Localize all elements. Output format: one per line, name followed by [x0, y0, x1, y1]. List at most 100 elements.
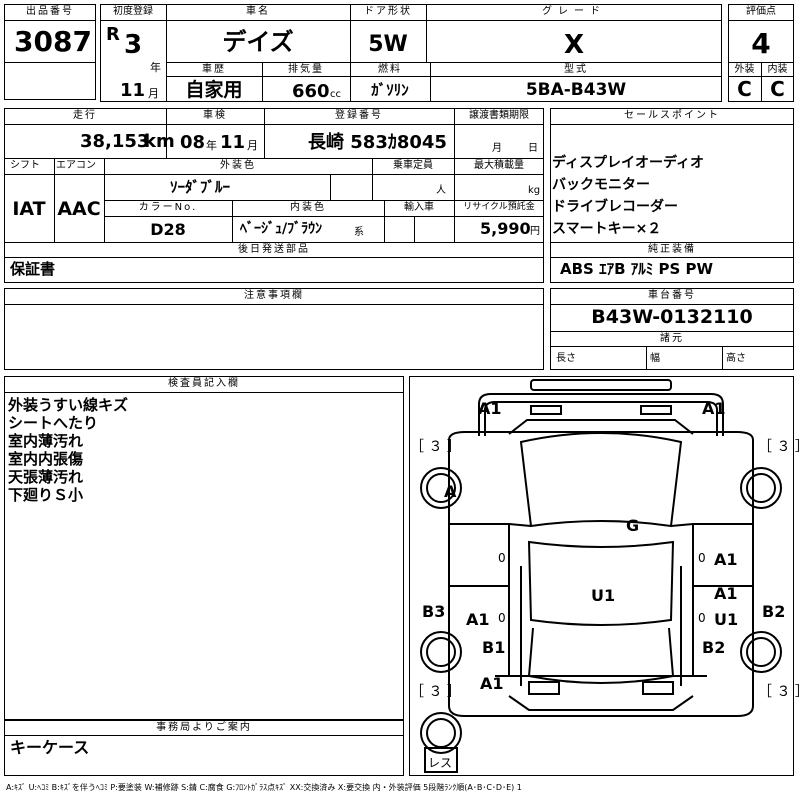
reg-no: 長崎 583ｶ8045 — [308, 132, 447, 153]
later-parts: 保証書 — [10, 260, 56, 278]
month-unit: 月 — [148, 87, 159, 100]
reg-no-label: 登録番号 — [335, 110, 383, 121]
inspector-note: 室内薄汚れ — [8, 432, 84, 450]
damage-code-a1: A1 — [714, 584, 738, 603]
transfer-month-unit: 月 — [492, 143, 502, 154]
sales-point-item: バックモニター — [552, 177, 650, 193]
damage-code-a: A — [444, 482, 457, 501]
first-reg-label: 初度登録 — [113, 6, 153, 17]
fuel-label: 燃料 — [378, 64, 402, 75]
ext-color-label: 外装色 — [220, 160, 256, 171]
damage-code-u1: U1 — [714, 610, 739, 629]
model-label: 型式 — [564, 64, 588, 75]
damage-code-a1: A1 — [478, 399, 502, 418]
damage-code-b2: B2 — [702, 638, 726, 657]
transfer-label: 譲渡書類期限 — [469, 110, 529, 121]
car-outline-diagram — [420, 379, 782, 773]
displacement-label: 排気量 — [288, 64, 324, 75]
inspection-year: 08 — [180, 132, 206, 153]
first-reg-month: 11 — [120, 80, 146, 101]
damage-code-a1: A1 — [702, 399, 726, 418]
car-name-label: 車名 — [246, 6, 270, 17]
recycle-unit: 円 — [530, 226, 540, 237]
tire-bracket-rl: ［ ３ ］ — [410, 684, 461, 700]
width-label: 幅 — [650, 353, 660, 364]
office-label: 事務局よりご案内 — [156, 722, 252, 733]
sales-point-item: スマートキー×２ — [552, 221, 662, 237]
inspection-month-unit: 月 — [247, 139, 258, 152]
displacement: 660 — [292, 81, 330, 102]
length-label: 長さ — [556, 353, 576, 364]
zero-mark: 0 — [498, 611, 506, 625]
inspector-note: 室内内張傷 — [8, 450, 84, 468]
shift-label: シフト — [10, 160, 40, 171]
office-block — [4, 720, 404, 776]
capacity-unit: 人 — [436, 185, 446, 196]
spare-tire-label: レス — [428, 756, 453, 770]
damage-code-a1: A1 — [480, 674, 504, 693]
recycle-fee: 5,990 — [480, 219, 531, 238]
capacity-label: 乗車定員 — [393, 160, 433, 171]
mileage-label: 走行 — [73, 110, 97, 121]
ext-color: ｿｰﾀﾞﾌﾞﾙｰ — [170, 178, 231, 196]
inspector-note: 天張薄汚れ — [8, 468, 84, 486]
zero-mark: 0 — [698, 611, 706, 625]
damage-code-b1: B1 — [482, 638, 506, 657]
year-unit: 年 — [150, 61, 161, 74]
tire-bracket-fr: ［ ３ ］ — [758, 439, 800, 455]
tire-bracket-fl: ［ ３ ］ — [410, 439, 461, 455]
office-note: キーケース — [10, 738, 90, 757]
damage-code-b2: B2 — [762, 602, 786, 621]
sales-points-list: ディスプレイオーディオ バックモニター ドライブレコーダー スマートキー×２ — [552, 152, 704, 240]
damage-code-a1: A1 — [466, 610, 490, 629]
exterior-grade: C — [737, 77, 752, 101]
sales-point-item: ディスプレイオーディオ — [552, 155, 705, 171]
model: 5BA-B43W — [525, 80, 627, 100]
notes-label: 注意事項欄 — [244, 290, 304, 301]
inspection-year-unit: 年 — [206, 139, 217, 152]
zero-mark: 0 — [498, 551, 506, 565]
import-label: 輸入車 — [404, 202, 434, 213]
legend: A:ｷｽﾞ U:ﾍｺﾐ B:ｷｽﾞを伴うﾍｺﾐ P:要塗装 W:補修跡 S:錆 … — [6, 783, 522, 792]
inspector-label: 検査員記入欄 — [168, 378, 240, 389]
equipment: ABS ｴｱB ｱﾙﾐ PS PW — [560, 260, 714, 278]
transfer-day-unit: 日 — [528, 143, 538, 154]
tire-bracket-rr: ［ ３ ］ — [758, 684, 800, 700]
lot-number-label: 出品番号 — [26, 6, 74, 17]
damage-code-u1: U1 — [591, 586, 616, 605]
mileage: 38,153 — [80, 131, 150, 152]
mileage-unit: km — [144, 131, 175, 152]
exterior-label: 外装 — [734, 64, 755, 75]
max-load-label: 最大積載量 — [474, 160, 524, 171]
grade: X — [563, 30, 585, 60]
displacement-unit: cc — [330, 89, 341, 100]
interior-label: 内装 — [767, 64, 788, 75]
car-name: デイズ — [222, 28, 294, 56]
sales-point-item: ドライブレコーダー — [552, 199, 678, 215]
history-label: 車歴 — [202, 64, 226, 75]
shift: IAT — [12, 198, 46, 220]
notes-block — [4, 288, 544, 370]
color-no-label: カラーNo. — [138, 202, 198, 213]
max-load-unit: kg — [528, 185, 541, 196]
later-parts-label: 後日発送部品 — [238, 244, 310, 255]
lot-number-cell — [4, 4, 96, 100]
color-no: D28 — [150, 220, 186, 239]
grade-label: グレード — [542, 6, 606, 17]
era: R — [106, 24, 120, 45]
inspector-note: 外装うすい線キズ — [8, 396, 129, 414]
fuel: ｶﾞｿﾘﾝ — [371, 81, 409, 99]
details-block — [4, 108, 544, 283]
chassis-number: B43W-0132110 — [591, 306, 753, 328]
recycle-label: リサイクル預託金 — [463, 202, 535, 212]
chassis-label: 車台番号 — [648, 290, 696, 301]
inspector-note: シートへたり — [8, 414, 99, 432]
history: 自家用 — [185, 79, 243, 101]
damage-code-a1: A1 — [714, 550, 738, 569]
inspection-label: 車検 — [203, 110, 227, 121]
damage-code-g: G — [626, 516, 640, 535]
inspection-month: 11 — [220, 132, 246, 153]
score-label: 評価点 — [746, 6, 776, 17]
height-label: 高さ — [726, 353, 746, 364]
inspector-notes-list: 外装うすい線キズ シートへたり 室内薄汚れ 室内内張傷 天張薄汚れ 下廻りＳ小 — [8, 396, 128, 504]
